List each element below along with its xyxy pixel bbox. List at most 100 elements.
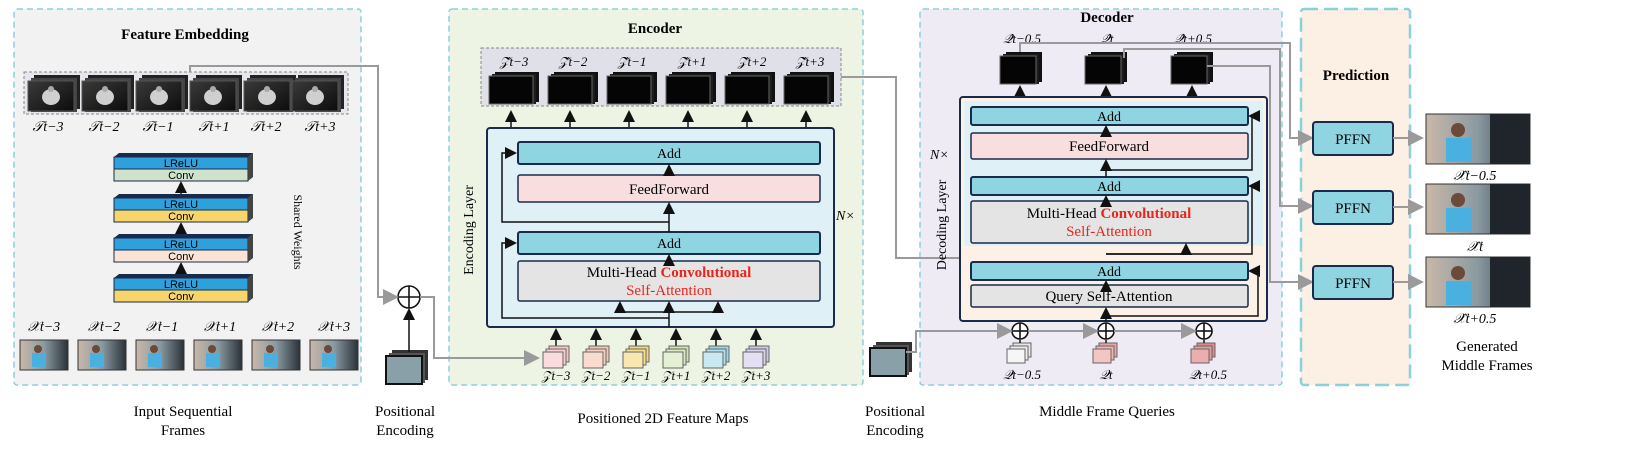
query-add-operators (1011, 322, 1213, 340)
encoder-input-label: 𝒵t+2 (701, 368, 731, 383)
decoder-output-stacks (999, 52, 1213, 85)
decoder-add-top-label: Add (1097, 110, 1121, 125)
encoder-output-arrows (505, 110, 812, 127)
decoder-add-mid-label: Add (1097, 180, 1121, 195)
conv-label: Conv (168, 211, 194, 223)
generated-frames (1425, 113, 1531, 308)
encoder-mhca-emph: Convolutional (660, 265, 751, 281)
encoder-input-arrows (550, 328, 762, 348)
encoder-output-labels: 𝒵̂t−3 𝒵̂t−2 𝒵̂t−1 𝒵̂t+1 𝒵̂t+2 𝒵̂t+3 (499, 54, 825, 69)
generated-label: 𝒳̂t−0.5 (1454, 169, 1497, 184)
input-label: 𝒳t+2 (262, 320, 294, 335)
encoder-input-label: 𝒵t−3 (541, 368, 571, 383)
decoder-mhca-emph: Convolutional (1100, 206, 1191, 222)
query-label: 𝒬t (1100, 367, 1113, 382)
lrelu-label: LReLU (164, 199, 198, 211)
caption-middle-queries: Middle Frame Queries (1039, 404, 1175, 420)
lrelu-label: LReLU (164, 239, 198, 251)
decoder-feedforward-label: FeedForward (1069, 139, 1149, 155)
encoder-internal-arrows (501, 147, 724, 327)
input-label: 𝒳t+3 (318, 320, 350, 335)
caption-generated-1: Generated (1456, 339, 1518, 355)
decoder-n-label: N× (929, 148, 949, 163)
generated-label: 𝒳̂t (1467, 240, 1484, 255)
caption-generated-2: Middle Frames (1441, 358, 1532, 374)
feature-labels: 𝒯t−3 𝒯t−2 𝒯t−1 𝒯t+1 𝒯t+2 𝒯t+3 (32, 120, 335, 135)
cnn-block-1: LReLU Conv (113, 153, 253, 182)
add-operator-icon (397, 285, 421, 309)
caption-positional-1a: Positional (375, 404, 435, 420)
input-labels: 𝒳t−3 𝒳t−2 𝒳t−1 𝒳t+1 𝒳t+2 𝒳t+3 (28, 320, 350, 335)
flow-arrow-add-to-encoder (420, 296, 540, 366)
encoder-output-stacks (488, 72, 834, 105)
input-label: 𝒳t+1 (204, 320, 236, 335)
pffn-label-2: PFFN (1335, 201, 1371, 217)
feature-label: 𝒯t−2 (88, 120, 119, 135)
pffn-label-1: PFFN (1335, 132, 1371, 148)
caption-feature-maps: Positioned 2D Feature Maps (577, 411, 748, 427)
caption-positional-2b: Encoding (866, 423, 924, 439)
feature-embedding-title: Feature Embedding (121, 27, 249, 43)
decoding-layer-label: Decoding Layer (935, 179, 950, 270)
decoder-mhca-line1: Multi-Head Convolutional (1027, 206, 1192, 222)
query-arrows (1019, 340, 1205, 343)
encoder-add-top-label: Add (657, 147, 681, 162)
generated-label: 𝒳̂t+0.5 (1454, 312, 1497, 327)
shared-weights-label: Shared Weights (291, 194, 305, 269)
encoder-output-label: 𝒵̂t+2 (737, 54, 767, 69)
encoder-output-label: 𝒵̂t−2 (558, 54, 588, 69)
generated-labels: 𝒳̂t−0.5 𝒳̂t 𝒳̂t+0.5 (1454, 169, 1497, 327)
input-label: 𝒳t−3 (28, 320, 60, 335)
feature-label: 𝒯t−3 (32, 120, 63, 135)
cnn-block-2: LReLU Conv (113, 194, 253, 223)
feature-label: 𝒯t+1 (198, 120, 229, 135)
encoder-feedforward-label: FeedForward (629, 182, 709, 198)
decoder-internal-arrows (1100, 110, 1260, 321)
encoder-output-strip (480, 47, 842, 107)
feature-label: 𝒯t+3 (304, 120, 335, 135)
encoder-output-label: 𝒵̂t−3 (499, 54, 529, 69)
encoder-input-label: 𝒵t−2 (581, 368, 611, 383)
encoder-output-label: 𝒵̂t+1 (677, 54, 707, 69)
decoder-mhca-suffix: Self-Attention (1066, 224, 1152, 240)
encoder-input-labels: 𝒵t−3 𝒵t−2 𝒵t−1 𝒵t+1 𝒵t+2 𝒵t+3 (541, 368, 771, 383)
captions: Input Sequential Frames Positional Encod… (134, 339, 1533, 439)
lrelu-label: LReLU (164, 158, 198, 170)
feature-label: 𝒯t+2 (250, 120, 281, 135)
encoder-input-stacks (542, 345, 770, 369)
encoder-mhca-line1: Multi-Head Convolutional (587, 265, 752, 281)
input-label: 𝒳t−1 (146, 320, 178, 335)
query-label: 𝒬t−0.5 (1003, 367, 1041, 382)
flow-arrow-positional-to-queries (906, 323, 1013, 353)
encoder-n-label: N× (835, 209, 855, 224)
encoder-input-label: 𝒵t+3 (741, 368, 771, 383)
encoder-input-label: 𝒵t−1 (621, 368, 651, 383)
positional-encoding-1 (385, 350, 428, 385)
decoder-mhca-prefix: Multi-Head (1027, 206, 1101, 222)
encoder-mhca-prefix: Multi-Head (587, 265, 661, 281)
flow-arrow-features-to-add (189, 65, 399, 305)
caption-input-frames-2: Frames (161, 423, 205, 439)
query-stacks (1006, 342, 1216, 364)
conv-label: Conv (168, 251, 194, 263)
encoder-title: Encoder (628, 21, 683, 37)
query-label: 𝒬t+0.5 (1189, 367, 1227, 382)
decoder-title: Decoder (1080, 10, 1134, 26)
pffn-label-3: PFFN (1335, 276, 1371, 292)
input-label: 𝒳t−2 (88, 320, 120, 335)
decoder-output-arrows (1014, 85, 1198, 97)
encoder-output-label: 𝒵̂t+3 (795, 54, 825, 69)
caption-positional-1b: Encoding (376, 423, 434, 439)
decoder-query-attention-label: Query Self-Attention (1045, 289, 1173, 305)
encoder-input-label: 𝒵t+1 (661, 368, 691, 383)
conv-label: Conv (168, 291, 194, 303)
flow-arrows-pffn-to-output (1393, 130, 1424, 290)
cnn-block-4: LReLU Conv (113, 274, 253, 303)
caption-input-frames-1: Input Sequential (134, 404, 233, 420)
conv-label: Conv (168, 170, 194, 182)
encoder-add-mid-label: Add (657, 237, 681, 252)
positional-encoding-2 (869, 342, 912, 377)
encoder-mhca-suffix: Self-Attention (626, 283, 712, 299)
encoder-output-label: 𝒵̂t−1 (617, 54, 647, 69)
